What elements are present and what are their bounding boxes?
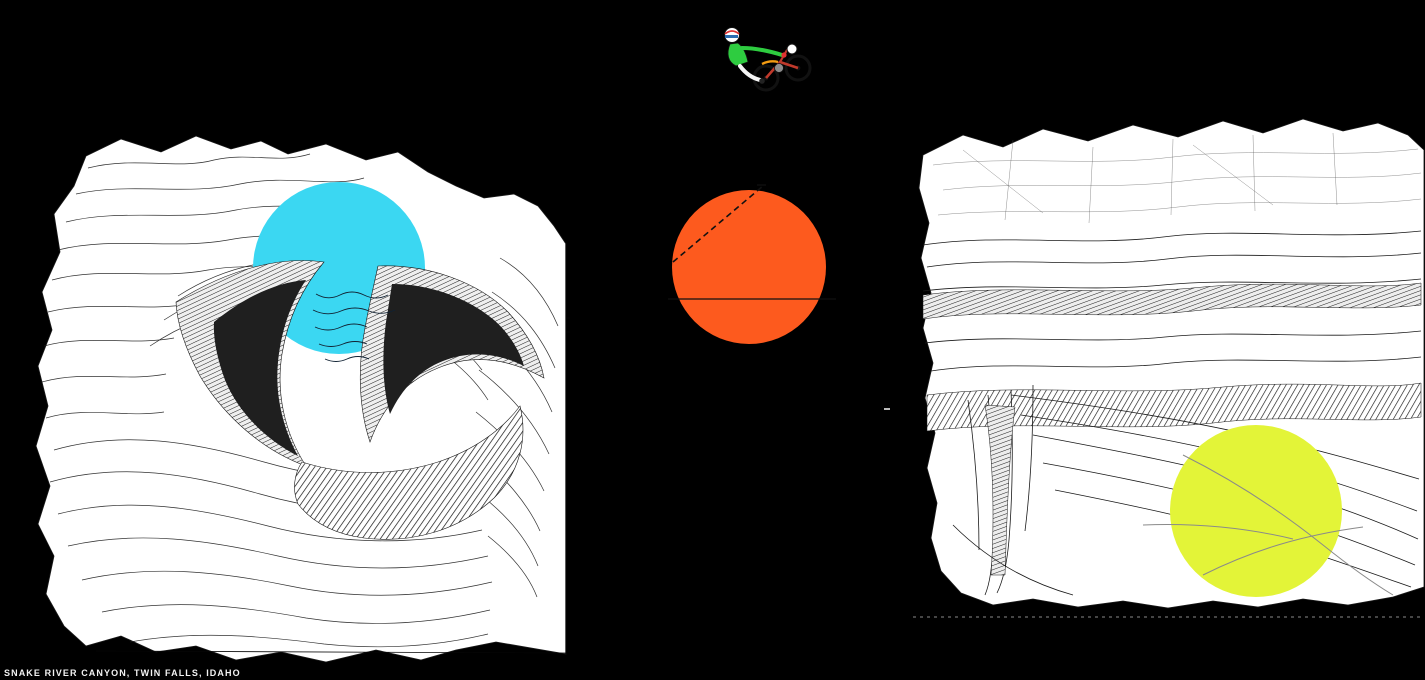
gorge-lines <box>952 384 1074 596</box>
strata-lines <box>922 230 1422 432</box>
rider-figure <box>724 27 798 84</box>
orange-sun-circle <box>672 190 826 344</box>
takeoff-angle-diagram <box>668 184 836 344</box>
left-gorge-shading <box>175 260 545 540</box>
right-canyon-artwork <box>913 118 1425 618</box>
bike-frame <box>761 46 799 79</box>
plateau-network-lines <box>932 132 1422 224</box>
gap-tick-mark <box>884 408 890 410</box>
bike-wheels <box>752 54 812 92</box>
motocross-rider-icon <box>724 27 812 92</box>
yellow-sun-circle <box>1170 425 1342 597</box>
left-canyon-artwork <box>35 135 570 663</box>
roads-over-circle <box>1142 454 1394 596</box>
left-river-squiggles <box>312 291 396 362</box>
left-plate-edge <box>95 244 570 654</box>
caption-text: SNAKE RIVER CANYON, TWIN FALLS, IDAHO <box>4 668 241 678</box>
